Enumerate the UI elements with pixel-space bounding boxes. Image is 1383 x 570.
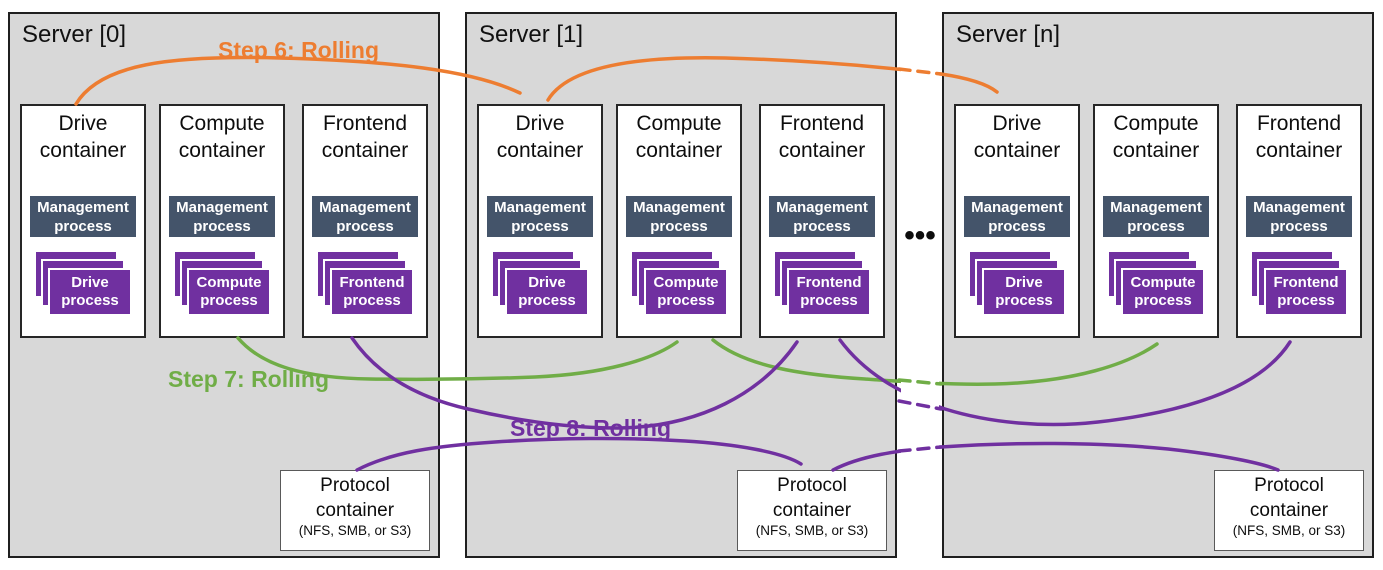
process-label: Compute process xyxy=(196,274,262,309)
process-stack-front: Frontend process xyxy=(1264,268,1348,316)
protocol-title: Protocol container xyxy=(315,475,395,521)
server-n-frontend-container: Frontend container Management process Fr… xyxy=(1236,104,1362,338)
container-title: Compute container xyxy=(635,112,723,162)
server-0-box: Server [0] Drive container Management pr… xyxy=(8,12,440,558)
process-label: Compute process xyxy=(653,274,719,309)
process-label: Compute process xyxy=(1130,274,1196,309)
server-n-compute-container: Compute container Management process Com… xyxy=(1093,104,1219,338)
process-label: Drive process xyxy=(995,274,1053,309)
server-0-compute-container: Compute container Management process Com… xyxy=(159,104,285,338)
server-gap-mask xyxy=(901,15,939,555)
server-1-box: Server [1] Drive container Management pr… xyxy=(465,12,897,558)
protocol-subtitle: (NFS, SMB, or S3) xyxy=(1232,523,1346,538)
process-label: Frontend process xyxy=(1273,274,1339,309)
protocol-title: Protocol container xyxy=(1249,475,1329,521)
container-title: Drive container xyxy=(39,112,127,162)
management-process-box: Management process xyxy=(964,196,1070,237)
management-process-box: Management process xyxy=(626,196,732,237)
step8-frontend-dashed-segment xyxy=(897,399,943,411)
server-0-frontend-container: Frontend container Management process Fr… xyxy=(302,104,428,338)
process-stack-front: Drive process xyxy=(48,268,132,316)
container-title: Compute container xyxy=(1112,112,1200,162)
management-process-box: Management process xyxy=(769,196,875,237)
server-0-protocol-container: Protocol container (NFS, SMB, or S3) xyxy=(280,470,430,551)
step7-dashed-segment xyxy=(897,378,943,386)
process-stack-front: Drive process xyxy=(505,268,589,316)
management-process-box: Management process xyxy=(312,196,418,237)
server-n-drive-container: Drive container Management process Drive… xyxy=(954,104,1080,338)
server-0-label: Server [0] xyxy=(22,21,127,48)
process-stack-front: Drive process xyxy=(982,268,1066,316)
process-label: Frontend process xyxy=(339,274,405,309)
container-title: Frontend container xyxy=(778,112,866,162)
step6-dashed-segment xyxy=(897,67,943,76)
server-1-frontend-container: Frontend container Management process Fr… xyxy=(759,104,885,338)
process-stack-front: Frontend process xyxy=(787,268,871,316)
process-label: Drive process xyxy=(61,274,119,309)
container-title: Frontend container xyxy=(321,112,409,162)
server-n-label: Server [n] xyxy=(956,21,1061,48)
server-0-drive-container: Drive container Management process Drive… xyxy=(20,104,146,338)
protocol-title: Protocol container xyxy=(772,475,852,521)
server-1-label: Server [1] xyxy=(479,21,584,48)
protocol-subtitle: (NFS, SMB, or S3) xyxy=(298,523,412,538)
process-stack-front: Compute process xyxy=(644,268,728,316)
process-stack-front: Compute process xyxy=(187,268,271,316)
step8-label: Step 8: Rolling xyxy=(510,415,671,441)
management-process-box: Management process xyxy=(1246,196,1352,237)
container-title: Drive container xyxy=(496,112,584,162)
process-stack-front: Frontend process xyxy=(330,268,414,316)
step6-label: Step 6: Rolling xyxy=(218,37,379,63)
server-1-protocol-container: Protocol container (NFS, SMB, or S3) xyxy=(737,470,887,551)
management-process-box: Management process xyxy=(487,196,593,237)
server-n-protocol-container: Protocol container (NFS, SMB, or S3) xyxy=(1214,470,1364,551)
process-label: Drive process xyxy=(518,274,576,309)
step7-label: Step 7: Rolling xyxy=(168,366,329,392)
server-1-compute-container: Compute container Management process Com… xyxy=(616,104,742,338)
server-1-drive-container: Drive container Management process Drive… xyxy=(477,104,603,338)
container-title: Frontend container xyxy=(1255,112,1343,162)
protocol-subtitle: (NFS, SMB, or S3) xyxy=(755,523,869,538)
container-title: Compute container xyxy=(178,112,266,162)
management-process-box: Management process xyxy=(1103,196,1209,237)
management-process-box: Management process xyxy=(30,196,136,237)
step8-protocol-dashed-segment xyxy=(897,445,943,453)
container-title: Drive container xyxy=(973,112,1061,162)
server-n-box: Server [n] Drive container Management pr… xyxy=(942,12,1374,558)
process-label: Frontend process xyxy=(796,274,862,309)
process-stack-front: Compute process xyxy=(1121,268,1205,316)
more-servers-ellipsis: ••• xyxy=(904,219,936,252)
management-process-box: Management process xyxy=(169,196,275,237)
